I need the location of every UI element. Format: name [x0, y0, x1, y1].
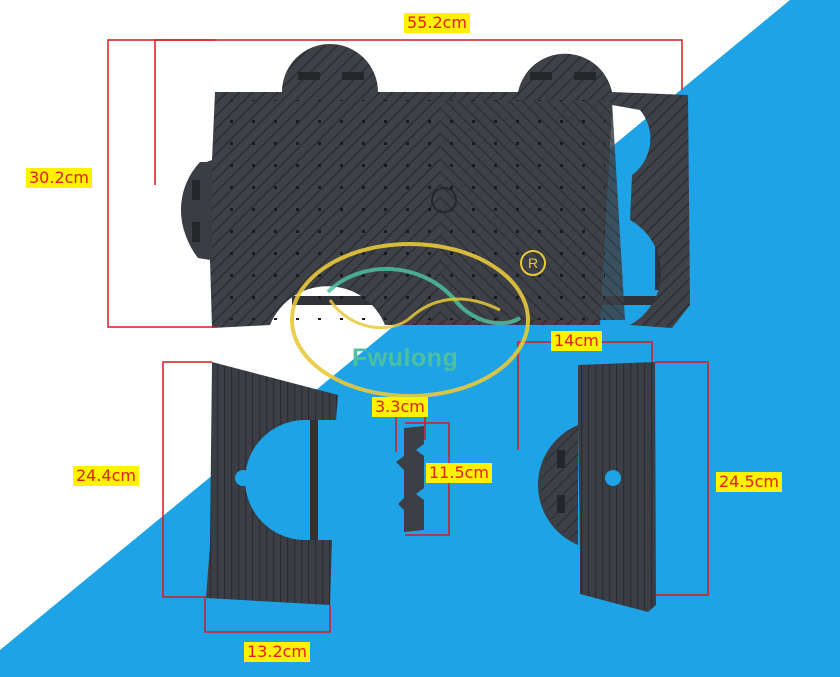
- top-cable-protector: [180, 44, 690, 328]
- right-piece-lobe-hatch: [540, 428, 578, 542]
- right-height-label: 24.5cm: [716, 472, 783, 492]
- top-piece-clip: [574, 72, 596, 80]
- top-piece-dot-grid: [225, 100, 605, 320]
- left-piece-hole: [235, 470, 251, 486]
- top-height-line: [107, 39, 215, 328]
- top-width-label: 55.2cm: [404, 13, 471, 33]
- left-piece-rod: [310, 420, 318, 542]
- top-height-label: 30.2cm: [26, 168, 93, 188]
- left-height-label: 24.4cm: [73, 466, 140, 486]
- left-height-line: [162, 361, 212, 598]
- watermark-logo: [290, 242, 530, 398]
- registered-mark: R: [520, 250, 546, 276]
- top-piece-clip: [298, 72, 320, 80]
- watermark-swoosh: [328, 297, 501, 330]
- watermark-swoosh: [326, 266, 522, 326]
- top-width-line: [154, 39, 683, 185]
- right-width-label: 14cm: [551, 331, 602, 351]
- connector-height-label: 11.5cm: [426, 463, 493, 483]
- watermark-ring-outer: [290, 242, 530, 398]
- left-width-line: [204, 598, 331, 633]
- watermark-brand-text: Fwulong: [352, 344, 459, 372]
- right-piece-clip: [557, 495, 565, 513]
- right-piece-body: [578, 362, 656, 612]
- connector-piece: [396, 426, 424, 532]
- right-height-line: [655, 361, 709, 596]
- right-piece-hole: [605, 470, 621, 486]
- right-piece-clip: [557, 450, 565, 468]
- top-piece-logo-emboss: [431, 187, 457, 213]
- connector-body: [396, 426, 424, 532]
- left-end-ramp: [206, 362, 338, 605]
- left-piece-body: [206, 362, 338, 605]
- top-piece-clip: [192, 180, 200, 200]
- top-piece-clip: [530, 72, 552, 80]
- right-end-ramp: [538, 362, 656, 612]
- top-piece-left-lobe: [180, 162, 212, 258]
- connector-width-label: 3.3cm: [372, 397, 428, 417]
- top-piece-clip: [192, 222, 200, 242]
- left-width-label: 13.2cm: [244, 642, 311, 662]
- top-piece-clip: [342, 72, 364, 80]
